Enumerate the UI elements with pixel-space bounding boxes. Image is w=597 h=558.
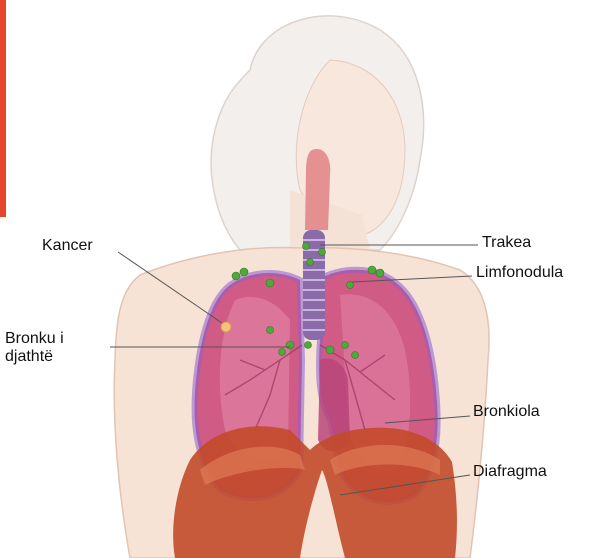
label-diafragma: Diafragma xyxy=(473,463,547,481)
label-bronkiola: Bronkiola xyxy=(473,403,540,421)
label-kancer: Kancer xyxy=(42,237,93,255)
label-bronku-i-djathte: Bronku i djathtë xyxy=(5,330,105,366)
larynx xyxy=(305,149,330,230)
label-limfonodula: Limfonodula xyxy=(476,264,563,282)
label-trakea: Trakea xyxy=(482,234,531,252)
tumor xyxy=(221,322,231,332)
